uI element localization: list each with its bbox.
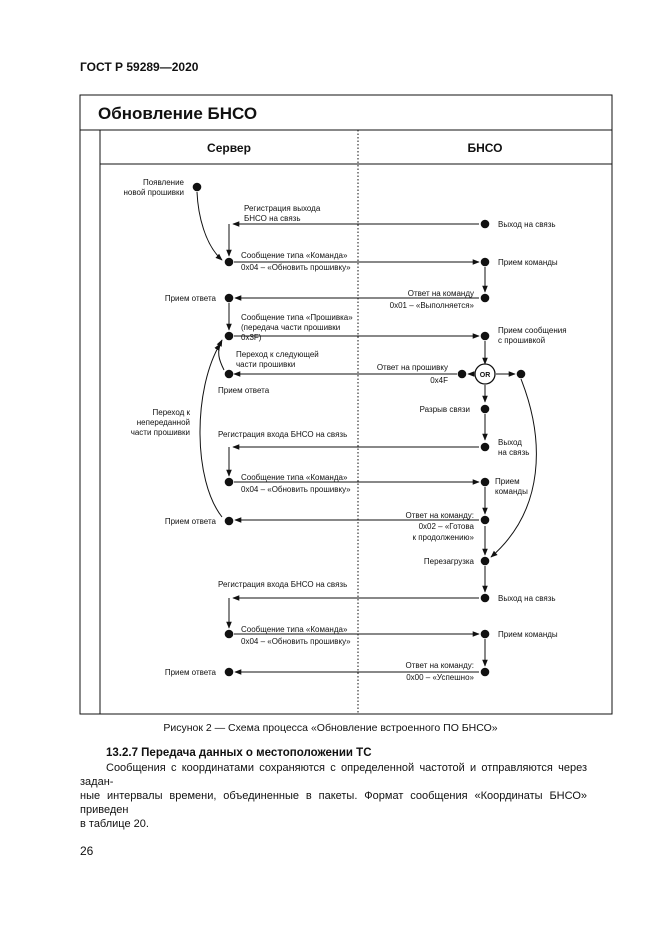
next-part-loop: [216, 339, 225, 371]
recv-reply-label-1: Прием ответа: [165, 294, 217, 303]
fw-reply-label: 0x4F: [430, 376, 448, 385]
device-exit-label-2: Выход: [498, 438, 522, 447]
paragraph-line: Сообщения с координатами сохраняются с о…: [80, 762, 587, 788]
disconnect-label: Разрыв связи: [420, 405, 470, 414]
command-label-2: Сообщение типа «Команда»: [241, 473, 348, 482]
server-reply-node-2: [224, 516, 234, 526]
server-reply-node-1: [224, 293, 234, 303]
or-gateway: [474, 363, 496, 385]
resend-loop: [199, 343, 223, 518]
reply-label-1: Ответ на команду: [408, 289, 474, 298]
server-fw-reply-node: [224, 369, 234, 379]
reply-label-2: Ответ на команду:: [405, 511, 474, 520]
reboot-label: Перезагрузка: [424, 557, 475, 566]
fw-reply-label: Ответ на прошивку: [377, 363, 448, 372]
reply-label-2: к продолжению»: [412, 533, 474, 542]
recv-command-label-2: команды: [495, 487, 528, 496]
or-label: OR: [480, 372, 491, 379]
page-number: 26: [80, 844, 94, 858]
reply-label-2: 0x02 – «Готова: [419, 522, 475, 531]
new-firmware-label: новой прошивки: [123, 188, 184, 197]
recv-reply-label-4: Прием ответа: [165, 668, 217, 677]
server-reply-node-4: [224, 667, 234, 677]
lane-device-header: БНСО: [468, 141, 503, 155]
device-reboot-node: [480, 556, 490, 566]
server-command-node-2: [224, 477, 234, 487]
recv-command-label-2: Прием: [495, 477, 520, 486]
server-command-node-3: [224, 629, 234, 639]
device-exit-label-3: Выход на связь: [498, 594, 556, 603]
reply-label-3: 0x00 – «Успешно»: [406, 673, 474, 682]
new-firmware-flow: [196, 191, 223, 261]
device-exit-node-2: [480, 442, 490, 452]
device-branch-node: [516, 369, 526, 379]
device-exit-node-3: [480, 593, 490, 603]
reg-enter-label-2: Регистрация входа БНСО на связь: [218, 580, 347, 589]
recv-reply-label-3: Прием ответа: [165, 517, 217, 526]
device-disconnect-node: [480, 404, 490, 414]
device-command-node-1: [480, 257, 490, 267]
next-part-label: Переход к следующей: [236, 350, 319, 359]
figure-caption: Рисунок 2 — Схема процесса «Обновление в…: [163, 722, 498, 734]
reply-label-1: 0x01 – «Выполняется»: [390, 301, 475, 310]
section-title: 13.2.7 Передача данных о местоположении …: [106, 747, 372, 759]
device-exit-label-2: на связь: [498, 448, 529, 457]
reg-exit-label-1: БНСО на связь: [244, 214, 301, 223]
recv-reply-label-2: Прием ответа: [218, 386, 270, 395]
firmware-label: 0x3F): [241, 333, 262, 342]
server-firmware-node: [224, 331, 234, 341]
command-label-3: 0x04 – «Обновить прошивку»: [241, 637, 351, 646]
device-reply-node-3: [480, 667, 490, 677]
device-firmware-node: [480, 331, 490, 341]
firmware-label: (передача части прошивки: [241, 323, 340, 332]
recv-firmware-label: Прием сообщения: [498, 326, 567, 335]
recv-firmware-label: с прошивкой: [498, 336, 545, 345]
branch-to-reboot: [490, 378, 537, 558]
reply-label-3: Ответ на команду:: [405, 661, 474, 670]
new-firmware-node: [192, 182, 202, 192]
device-command-node-3: [480, 629, 490, 639]
device-command-node-2: [480, 477, 490, 487]
device-reply-node-1: [480, 293, 490, 303]
new-firmware-label: Появление: [143, 178, 185, 187]
firmware-label: Сообщение типа «Прошивка»: [241, 313, 353, 322]
reg-enter-label-1: Регистрация входа БНСО на связь: [218, 430, 347, 439]
paragraph-line: в таблице 20.: [80, 818, 149, 830]
recv-command-label-3: Прием команды: [498, 630, 558, 639]
resend-label: Переход к: [153, 408, 191, 417]
diagram-title: Обновление БНСО: [98, 104, 257, 123]
lane-server-header: Сервер: [207, 141, 251, 155]
recv-command-label-1: Прием команды: [498, 258, 558, 267]
command-label-3: Сообщение типа «Команда»: [241, 625, 348, 634]
resend-label: части прошивки: [131, 428, 190, 437]
reg-exit-label-1: Регистрация выхода: [244, 204, 321, 213]
next-part-label: части прошивки: [236, 360, 295, 369]
device-reply-node-2: [480, 515, 490, 525]
device-exit-node-1: [480, 219, 490, 229]
device-fw-reply-node: [457, 369, 467, 379]
diagram-frame: [79, 94, 613, 715]
standard-header: ГОСТ Р 59289—2020: [80, 60, 199, 74]
resend-label: непереданной: [137, 418, 190, 427]
command-label-1: Сообщение типа «Команда»: [241, 251, 348, 260]
body-paragraph: Сообщения с координатами сохраняются с о…: [80, 761, 587, 831]
server-command-node-1: [224, 257, 234, 267]
command-label-2: 0x04 – «Обновить прошивку»: [241, 485, 351, 494]
paragraph-line: ные интервалы времени, объединенные в па…: [80, 790, 587, 816]
device-exit-label-1: Выход на связь: [498, 220, 556, 229]
command-label-1: 0x04 – «Обновить прошивку»: [241, 263, 351, 272]
